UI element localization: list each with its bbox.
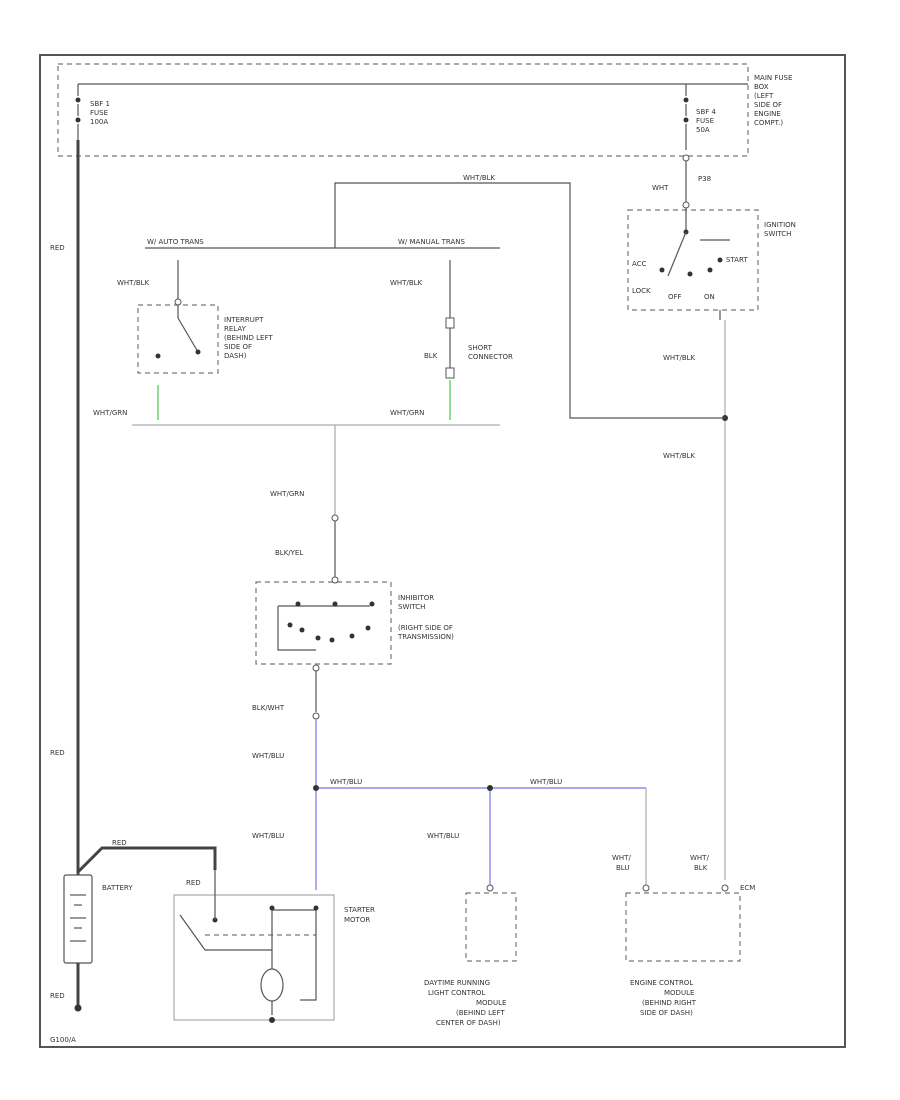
ecm-label-2: MODULE xyxy=(664,989,694,997)
wht-blu-splice-mid xyxy=(487,785,493,791)
starter-motor-housing xyxy=(173,894,335,1021)
drl-connector xyxy=(486,884,494,892)
wire-label-wht-blk-down: WHT/BLK xyxy=(663,452,696,460)
wire-label-red-starter: RED xyxy=(186,879,201,887)
starter-solenoid xyxy=(179,870,319,1023)
ignition-switch-outline xyxy=(627,209,759,311)
wire-label-wht-blu-1: WHT/BLU xyxy=(252,752,284,760)
drl-module-label-3: MODULE xyxy=(476,999,506,1007)
starter-motor-label-2: MOTOR xyxy=(344,916,370,924)
ignition-switch-contacts xyxy=(659,201,730,320)
wire-label-wht-grn-relay: WHT/GRN xyxy=(93,409,127,417)
label-manual-trans: W/ MANUAL TRANS xyxy=(398,238,465,246)
wire-label-red-cable: RED xyxy=(112,839,127,847)
inhibitor-switch-contacts xyxy=(277,576,375,672)
wire-label-wht-grn-short: WHT/GRN xyxy=(390,409,424,417)
ignition-switch-label-1: IGNITION xyxy=(764,221,796,229)
short-connector-label-2: CONNECTOR xyxy=(468,353,513,361)
main-fuse-box-label-2: BOX xyxy=(754,83,769,91)
drl-module-label-2: LIGHT CONTROL xyxy=(428,989,485,997)
ground-ref-label: G100/A xyxy=(50,1036,76,1044)
wire-label-red-1: RED xyxy=(50,244,65,252)
battery-starter-cable xyxy=(76,846,217,874)
wire-label-blk-wht: BLK/WHT xyxy=(252,704,285,712)
wire-label-wht-blu-ecm-2: BLU xyxy=(616,864,629,872)
wire-label-blk-short: BLK xyxy=(424,352,438,360)
sbf1-label-1: SBF 1 xyxy=(90,100,110,108)
sbf1-label-2: FUSE xyxy=(90,109,108,117)
main-fuse-box-label-6: COMPT.) xyxy=(754,119,783,127)
wht-blu-splice-left xyxy=(313,785,319,791)
main-fuse-box-outline xyxy=(57,63,749,157)
sbf4-label-1: SBF 4 xyxy=(696,108,716,116)
inhibitor-switch-label-1: INHIBITOR xyxy=(398,594,434,602)
label-auto-trans: W/ AUTO TRANS xyxy=(147,238,204,246)
interrupt-relay-label-4: SIDE OF xyxy=(224,343,252,351)
wire-label-wht-blk-relay: WHT/BLK xyxy=(117,279,150,287)
wire-label-wht: WHT xyxy=(652,184,669,192)
main-fuse-box-label-1: MAIN FUSE xyxy=(754,74,792,82)
ecm-label-4: SIDE OF DASH) xyxy=(640,1009,693,1017)
inhibitor-switch-outline xyxy=(255,581,392,665)
short-connector xyxy=(445,317,455,379)
sbf1-fuse xyxy=(75,84,81,140)
inhibitor-switch-label-4: TRANSMISSION) xyxy=(397,633,454,641)
ecm-connector-left xyxy=(642,884,650,892)
splice-label-p38: P38 xyxy=(698,175,711,183)
wire-label-wht-blk-ign: WHT/BLK xyxy=(663,354,696,362)
wire-label-wht-blu-3: WHT/BLU xyxy=(530,778,562,786)
main-fuse-box-label-5: ENGINE xyxy=(754,110,781,118)
main-fuse-box-label-4: SIDE OF xyxy=(754,101,782,109)
interrupt-relay-label-2: RELAY xyxy=(224,325,247,333)
ecm-label-3: (BEHIND RIGHT xyxy=(642,999,697,1007)
ecm-label-1: ENGINE CONTROL xyxy=(630,979,693,987)
wire-label-blk-yel: BLK/YEL xyxy=(275,549,303,557)
diagram-border xyxy=(39,54,846,1048)
wire-label-wht-grn-down: WHT/GRN xyxy=(270,490,304,498)
wire-label-wht-blu-4: WHT/BLU xyxy=(252,832,284,840)
wire-label-wht-blk-ecm-1: WHT/ xyxy=(690,854,709,862)
wire-label-red-ground: RED xyxy=(50,992,65,1000)
drl-module-label-4: (BEHIND LEFT xyxy=(456,1009,505,1017)
sbf4-label-2: FUSE xyxy=(696,117,714,125)
wire-label-wht-blk-ecm-2: BLK xyxy=(694,864,708,872)
battery-label: BATTERY xyxy=(102,884,133,892)
interrupt-relay-label-3: (BEHIND LEFT xyxy=(224,334,273,342)
interrupt-relay-contacts xyxy=(155,298,201,359)
ecm-outline xyxy=(625,892,741,962)
ign-pos-start: START xyxy=(726,256,748,264)
sbf1-label-3: 100A xyxy=(90,118,108,126)
interrupt-relay-label-5: DASH) xyxy=(224,352,247,360)
ign-pos-off: OFF xyxy=(668,293,682,301)
ecm-pin-label: ECM xyxy=(740,884,755,892)
inhibitor-switch-label-2: SWITCH xyxy=(398,603,425,611)
drl-module-label-1: DAYTIME RUNNING xyxy=(424,979,490,987)
connector-wht-grn xyxy=(331,514,339,522)
wire-label-wht-blu-ecm-1: WHT/ xyxy=(612,854,631,862)
start-signal-loop-wire xyxy=(334,182,725,419)
sbf4-label-3: 50A xyxy=(696,126,710,134)
ecm-connector-right xyxy=(721,884,729,892)
wire-label-wht-blu-2: WHT/BLU xyxy=(330,778,362,786)
connector-blk-wht xyxy=(312,712,320,720)
ign-pos-on: ON xyxy=(704,293,715,301)
wire-label-wht-blk-short: WHT/BLK xyxy=(390,279,423,287)
wire-label-red-2: RED xyxy=(50,749,65,757)
short-connector-label-1: SHORT xyxy=(468,344,493,352)
battery-symbol xyxy=(63,874,93,964)
starter-motor-label-1: STARTER xyxy=(344,906,375,914)
ign-pos-acc: ACC xyxy=(632,260,647,268)
sbf4-fuse xyxy=(682,84,690,162)
drl-module-label-5: CENTER OF DASH) xyxy=(436,1019,501,1027)
wire-label-wht-blu-5: WHT/BLU xyxy=(427,832,459,840)
interrupt-relay-label-1: INTERRUPT xyxy=(224,316,264,324)
inhibitor-switch-label-3: (RIGHT SIDE OF xyxy=(398,624,453,632)
battery-ground-point xyxy=(74,1004,82,1012)
drl-module-outline xyxy=(465,892,517,962)
ignition-switch-label-2: SWITCH xyxy=(764,230,791,238)
ign-pos-lock: LOCK xyxy=(632,287,651,295)
main-fuse-box-label-3: (LEFT xyxy=(754,92,774,100)
wire-label-wht-blk-top: WHT/BLK xyxy=(463,174,496,182)
